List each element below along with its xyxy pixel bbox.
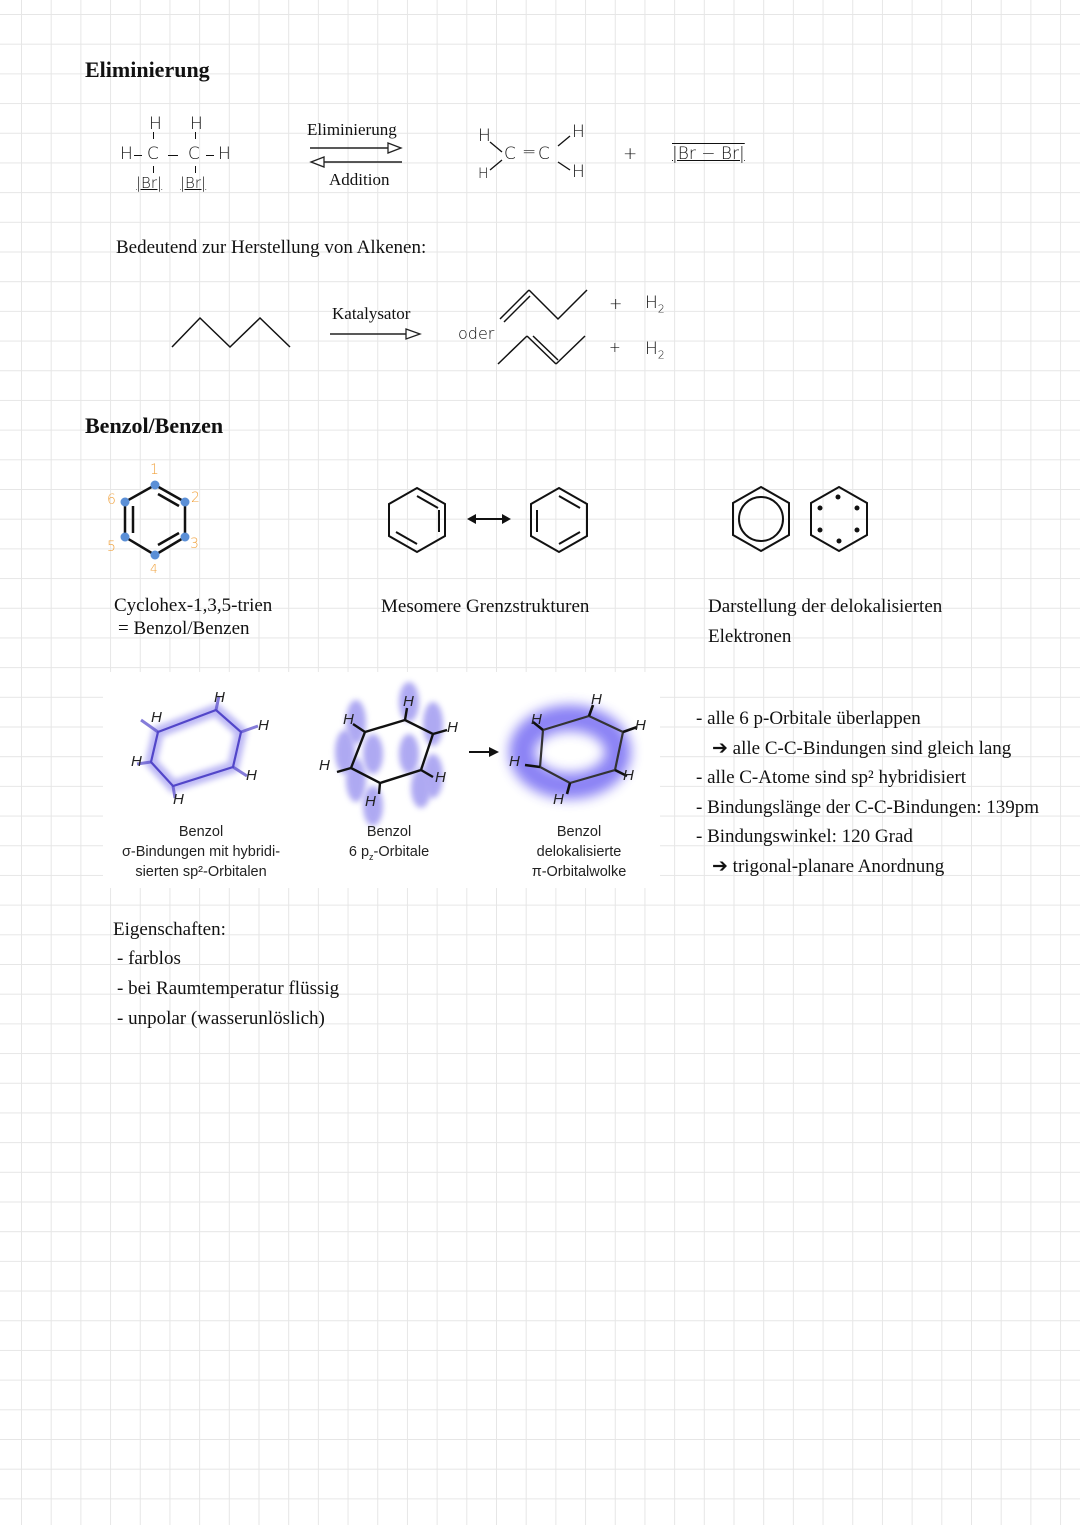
arrow-label-elimination: Eliminierung: [307, 120, 397, 139]
benzene-dots-icon: [810, 485, 868, 553]
h-label: H: [258, 717, 269, 734]
h-label: H: [509, 753, 520, 770]
arrow-label-addition: Addition: [329, 170, 390, 189]
equilibrium-arrows-icon: [309, 142, 403, 168]
atom-h: H: [149, 114, 162, 134]
atom-c: C: [188, 144, 200, 164]
h-label: H: [591, 691, 602, 708]
reactant-dibromoethane: H H H C C H |Br| |Br|: [118, 114, 248, 199]
atom-h: H: [572, 122, 585, 142]
orbital-caption-pi: Benzol delokalisierte π-Orbitalwolke: [531, 824, 627, 880]
atom-h: H: [120, 144, 133, 164]
benzene-circle-icon: [732, 485, 790, 553]
h-label: H: [173, 791, 184, 808]
butane-skeletal-icon: [171, 316, 291, 349]
h-label: H: [246, 767, 257, 784]
fact-item: - Bindungslänge der C-C-Bindungen: 139pm: [696, 796, 1040, 818]
atom-h: H: [645, 339, 658, 359]
properties-heading: Eigenschaften:: [113, 919, 226, 940]
h-label: H: [151, 709, 162, 726]
atom-c: C: [538, 144, 550, 164]
fact-item: - alle C-Atome sind sp² hybridisiert: [696, 767, 967, 788]
hydrogen-product: H2: [645, 293, 665, 315]
p-orbitals-benzene-icon: [335, 682, 443, 826]
h-label: H: [403, 693, 414, 710]
fact-item: ➔ alle C-C-Bindungen sind gleich lang: [712, 737, 1012, 759]
reaction-arrow-icon: [330, 328, 422, 340]
hydrogen-product: H2: [645, 339, 665, 361]
kekule-structure-1-icon: [388, 486, 446, 554]
arrow-label-catalyst: Katalysator: [332, 304, 411, 323]
caption-delocalized-line1: Darstellung der delokalisierten: [708, 596, 943, 617]
atom-number-3: 3: [190, 536, 199, 552]
h-label: H: [553, 791, 564, 808]
h-label: H: [635, 717, 646, 734]
caption-mesomeric: Mesomere Grenzstrukturen: [381, 596, 590, 617]
atom-c: C: [147, 144, 159, 164]
property-item: - unpolar (wasserunlöslich): [117, 1008, 325, 1029]
atom-number-6: 6: [107, 492, 116, 508]
plus-sign: +: [609, 340, 621, 356]
property-item: - farblos: [117, 948, 181, 969]
atom-number-5: 5: [107, 539, 116, 555]
atom-br: |Br|: [180, 174, 207, 192]
atom-h: H: [218, 144, 231, 164]
benzene-facts-list: - alle 6 p-Orbitale überlappen ➔ alle C-…: [696, 708, 1039, 885]
2-butene-skeletal-icon: [497, 335, 586, 365]
1-butene-skeletal-icon: [499, 289, 588, 323]
properties-list: - farblos - bei Raumtemperatur flüssig -…: [117, 948, 339, 1038]
h-label: H: [214, 689, 225, 706]
subscript: 2: [657, 302, 665, 316]
atom-br: |Br|: [136, 174, 163, 192]
subtitle-alkene-production: Bedeutend zur Herstellung von Alkenen:: [116, 237, 427, 258]
fact-item: - alle 6 p-Orbitale überlappen: [696, 708, 921, 729]
h-label: H: [131, 753, 142, 770]
h-label: H: [531, 711, 542, 728]
caption-cyclohexatriene: Cyclohex-1,3,5-trien: [114, 595, 273, 616]
h-label: H: [447, 719, 458, 736]
or-label: oder: [458, 324, 495, 343]
atom-h: H: [478, 166, 489, 182]
atom-c: C: [504, 144, 516, 164]
pi-cloud-benzene-icon: [509, 704, 638, 799]
h-label: H: [365, 793, 376, 810]
subscript: 2: [657, 348, 665, 362]
atom-h: H: [572, 162, 585, 182]
orbital-figure: H H H H H H H H H H H H H H H H H H Benz…: [103, 672, 660, 888]
h-label: H: [319, 757, 330, 774]
caption-benzene-equals: = Benzol/Benzen: [118, 618, 250, 639]
kekule-structure-2-icon: [530, 486, 588, 554]
atom-number-1: 1: [150, 462, 159, 478]
plus-sign: +: [609, 294, 623, 313]
double-bond: =: [522, 142, 537, 162]
atom-h: H: [645, 293, 658, 313]
atom-number-4: 4: [150, 562, 158, 576]
h-label: H: [343, 711, 354, 728]
numbered-benzene-ring-icon: [120, 480, 190, 560]
section-title-benzene: Benzol/Benzen: [85, 413, 224, 438]
atom-h: H: [478, 126, 491, 146]
transition-arrow-icon: [469, 747, 499, 757]
resonance-arrow-icon: [467, 514, 511, 524]
fact-item: ➔ trigonal-planare Anordnung: [712, 855, 945, 877]
fact-item: - Bindungswinkel: 120 Grad: [696, 826, 913, 847]
product-bromine: |Br − Br|: [672, 144, 745, 164]
orbital-caption-sigma: Benzol σ-Bindungen mit hybridi- sierten …: [121, 824, 281, 880]
property-item: - bei Raumtemperatur flüssig: [117, 978, 340, 999]
sigma-bond-benzene-icon: [136, 695, 259, 799]
section-title-elimination: Eliminierung: [85, 57, 210, 82]
product-ethene: H H C = C H H: [476, 122, 596, 187]
atom-number-2: 2: [191, 490, 200, 506]
caption-delocalized-line2: Elektronen: [708, 626, 792, 647]
orbital-caption-p: Benzol 6 pz-Orbitale: [348, 824, 430, 862]
atom-h: H: [190, 114, 203, 134]
h-label: H: [435, 769, 446, 786]
h-label: H: [623, 767, 634, 784]
plus-sign: +: [623, 144, 638, 164]
